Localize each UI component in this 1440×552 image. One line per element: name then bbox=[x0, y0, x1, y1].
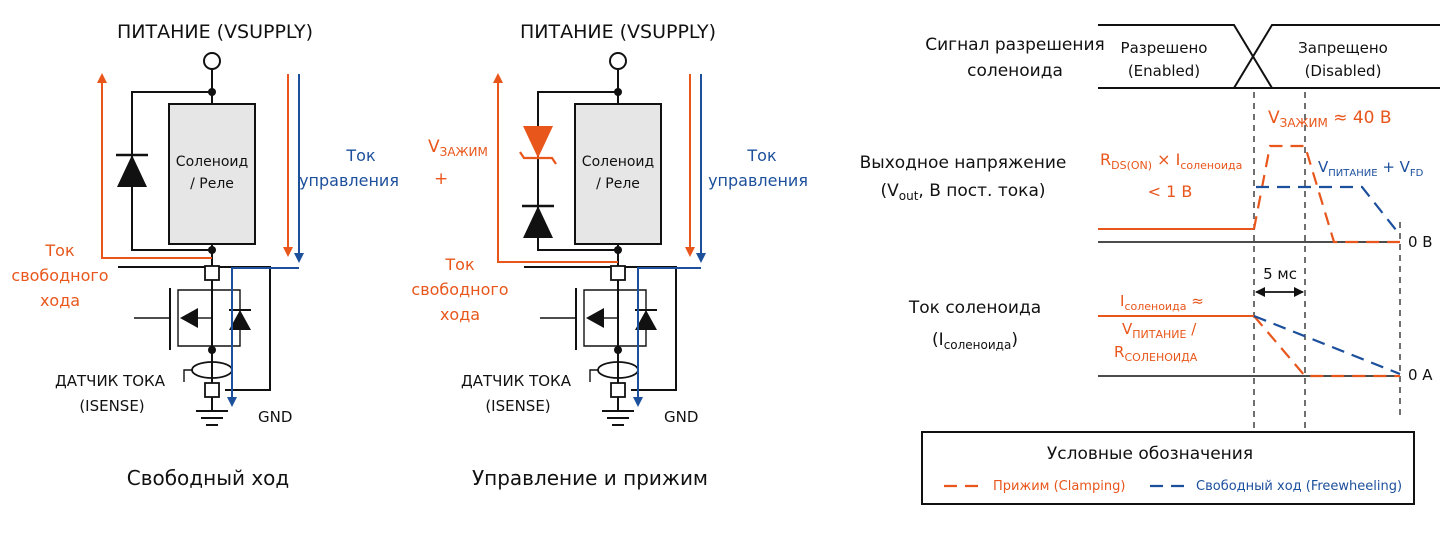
rds-label-2: < 1 В bbox=[1148, 182, 1193, 201]
enabled-label-2: (Enabled) bbox=[1128, 62, 1200, 80]
right-circuit: ПИТАНИЕ (VSUPPLY) Соленоид / Реле bbox=[411, 21, 808, 490]
vout-label-2: (Vout, В пост. тока) bbox=[881, 181, 1046, 203]
isol-label-1: Iсоленоида ≈ bbox=[1120, 292, 1204, 313]
vout-clamping-wave bbox=[1252, 144, 1400, 244]
vout-label-1: Выходное напряжение bbox=[860, 153, 1067, 173]
right-solenoid-box bbox=[574, 103, 662, 245]
isol-label-2: VПИТАНИЕ / bbox=[1122, 320, 1197, 341]
left-caption: Свободный ход bbox=[127, 466, 290, 490]
right-sense-label-1: ДАТЧИК ТОКА bbox=[461, 372, 572, 390]
right-drive-current-label-2: управления bbox=[708, 171, 808, 190]
left-freewheel-label-2: свободного bbox=[11, 266, 108, 285]
right-freewheel-label-3: хода bbox=[440, 305, 480, 324]
right-out-pin bbox=[610, 265, 626, 281]
vclamp-label: VЗАЖИМ ≈ 40 В bbox=[1268, 108, 1392, 130]
left-freewheel-current-path bbox=[101, 80, 212, 259]
enable-label-1: Сигнал разрешения bbox=[925, 35, 1105, 55]
legend-clamping-label: Прижим (Clamping) bbox=[993, 479, 1125, 494]
left-supply-terminal bbox=[203, 52, 221, 70]
right-solenoid-label-2: / Реле bbox=[596, 176, 640, 192]
enable-signal-disabled bbox=[1232, 24, 1440, 89]
left-drive-current-label-1: Ток bbox=[345, 146, 376, 165]
left-solenoid-label-2: / Реле bbox=[190, 176, 234, 192]
left-solenoid-label-1: Соленоид bbox=[176, 154, 248, 170]
left-supply-label: ПИТАНИЕ (VSUPPLY) bbox=[117, 21, 313, 43]
rds-label: RDS(ON) × Iсоленоида bbox=[1100, 150, 1242, 172]
left-freewheel-label-1: Ток bbox=[44, 241, 75, 260]
right-zener-diode-icon bbox=[519, 126, 557, 165]
current-clamping-wave bbox=[1253, 315, 1400, 378]
left-solenoid-box bbox=[168, 103, 256, 245]
left-circuit: ПИТАНИЕ (VSUPPLY) Соленоид / Реле bbox=[11, 21, 399, 490]
left-ground-icon bbox=[196, 410, 228, 426]
legend-box bbox=[921, 431, 1415, 505]
right-ground-icon bbox=[602, 410, 634, 426]
zero-v-label: 0 В bbox=[1408, 233, 1433, 251]
disabled-label-1: Запрещено bbox=[1298, 39, 1388, 57]
right-gnd-label: GND bbox=[664, 408, 698, 426]
current-label-1: Ток соленоида bbox=[908, 298, 1041, 318]
right-supply-label: ПИТАНИЕ (VSUPPLY) bbox=[520, 21, 716, 43]
right-caption: Управление и прижим bbox=[472, 466, 708, 490]
enabled-label-1: Разрешено bbox=[1121, 39, 1208, 57]
right-clamp-plus: + bbox=[434, 169, 448, 189]
timing-diagram: Сигнал разрешения соленоида Разрешено (E… bbox=[860, 24, 1440, 505]
right-gnd-pin bbox=[610, 382, 626, 398]
left-sense-label-2: (ISENSE) bbox=[79, 397, 144, 415]
right-sense-label-2: (ISENSE) bbox=[485, 397, 550, 415]
left-mosfet-icon bbox=[134, 280, 251, 360]
right-freewheel-label-2: свободного bbox=[411, 280, 508, 299]
current-label-2: (Iсоленоида) bbox=[932, 330, 1018, 352]
right-solenoid-label-1: Соленоид bbox=[582, 154, 654, 170]
left-sense-label-1: ДАТЧИК ТОКА bbox=[55, 372, 166, 390]
right-series-diode-icon bbox=[522, 204, 554, 238]
isol-label-3: RСОЛЕНОИДА bbox=[1114, 343, 1198, 364]
vsupply-vfd-label: VПИТАНИЕ + VFD bbox=[1318, 158, 1424, 179]
left-gnd-pin bbox=[204, 382, 220, 398]
right-freewheel-current-path bbox=[497, 80, 618, 263]
vout-freewheel-wave bbox=[1256, 185, 1401, 236]
disabled-label-2: (Disabled) bbox=[1305, 62, 1382, 80]
enable-label-2: соленоида bbox=[967, 61, 1063, 81]
right-clamp-label: VЗАЖИМ bbox=[428, 137, 488, 159]
right-freewheel-label-1: Ток bbox=[444, 255, 475, 274]
left-out-pin bbox=[204, 265, 220, 281]
left-drive-current-label-2: управления bbox=[299, 171, 399, 190]
left-gnd-label: GND bbox=[258, 408, 292, 426]
legend-title: Условные обозначения bbox=[1047, 444, 1253, 464]
right-mosfet-icon bbox=[540, 280, 657, 360]
right-drive-current-label-1: Ток bbox=[746, 146, 777, 165]
current-freewheel-wave bbox=[1253, 314, 1401, 376]
legend-freewheeling-label: Свободный ход (Freewheeling) bbox=[1196, 479, 1402, 494]
time-5ms-label: 5 мс bbox=[1263, 265, 1297, 283]
left-freewheel-diode-icon bbox=[116, 153, 148, 187]
zero-a-label: 0 А bbox=[1408, 366, 1433, 384]
left-freewheel-label-3: хода bbox=[40, 291, 80, 310]
right-supply-terminal bbox=[609, 52, 627, 70]
